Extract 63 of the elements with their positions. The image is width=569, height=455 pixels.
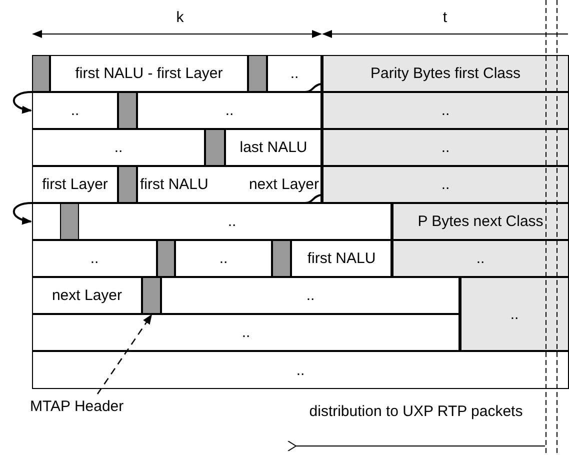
data-cell xyxy=(32,166,118,203)
cell-label: last NALU xyxy=(240,139,308,156)
data-cell xyxy=(175,240,272,277)
parity-cell xyxy=(460,277,569,351)
cell-label: first NALU xyxy=(140,176,208,193)
header-block xyxy=(248,55,267,92)
cell-label: .. xyxy=(510,306,519,322)
header-block xyxy=(118,92,137,129)
cell-label: .. xyxy=(242,324,250,341)
data-cell xyxy=(32,351,569,389)
cell-label: .. xyxy=(70,102,80,119)
data-cell xyxy=(161,277,460,314)
data-cell xyxy=(137,92,322,129)
wrap-arrow xyxy=(12,194,322,224)
dimension-label: t xyxy=(442,8,448,27)
cell-label: .. xyxy=(90,250,99,267)
header-block xyxy=(118,166,137,203)
cell-label: .. xyxy=(228,213,236,230)
parity-cell xyxy=(392,240,569,277)
data-cell xyxy=(32,92,118,129)
cell-label: .. xyxy=(441,102,450,119)
data-cell xyxy=(267,55,322,92)
wrap-arrow xyxy=(12,83,322,114)
cell-label: .. xyxy=(290,65,299,82)
header-block xyxy=(157,240,175,277)
cell-label: .. xyxy=(306,287,315,304)
data-cell xyxy=(32,314,460,351)
cell-label: .. xyxy=(296,362,305,378)
data-cell xyxy=(137,166,322,203)
cell-label: .. xyxy=(476,250,485,267)
dimension-label: k xyxy=(175,8,185,27)
data-cell xyxy=(291,240,392,277)
cell-label: P Bytes next Class xyxy=(418,213,544,230)
header-block xyxy=(60,203,79,240)
data-cell xyxy=(32,277,142,314)
cell-label: next Layer xyxy=(248,176,319,193)
header-block xyxy=(272,240,291,277)
callout-label: MTAP Header xyxy=(30,394,180,418)
cell-label: first Layer xyxy=(42,176,108,193)
data-cell xyxy=(32,240,157,277)
cell-label: .. xyxy=(114,139,123,156)
cell-label: .. xyxy=(441,176,450,193)
data-cell xyxy=(50,55,248,92)
cell-label: first NALU xyxy=(307,250,376,267)
cell-label: .. xyxy=(219,250,228,267)
leader-line xyxy=(96,314,152,394)
data-cell xyxy=(225,129,322,166)
cell-label: .. xyxy=(225,102,234,119)
parity-cell xyxy=(322,55,569,92)
header-block xyxy=(32,55,50,92)
header-block xyxy=(142,277,161,314)
parity-cell xyxy=(322,92,569,129)
cell-label: first NALU - first Layer xyxy=(75,65,223,82)
cell-label: .. xyxy=(441,139,450,156)
cell-label: Parity Bytes first Class xyxy=(370,65,521,82)
data-cell xyxy=(32,203,392,240)
parity-cell xyxy=(322,129,569,166)
note-text: distribution to UXP RTP packets xyxy=(308,402,524,421)
header-block xyxy=(205,129,225,166)
parity-cell xyxy=(322,166,569,203)
data-cell xyxy=(32,129,205,166)
cell-label: next Layer xyxy=(52,287,122,304)
parity-cell xyxy=(392,203,569,240)
